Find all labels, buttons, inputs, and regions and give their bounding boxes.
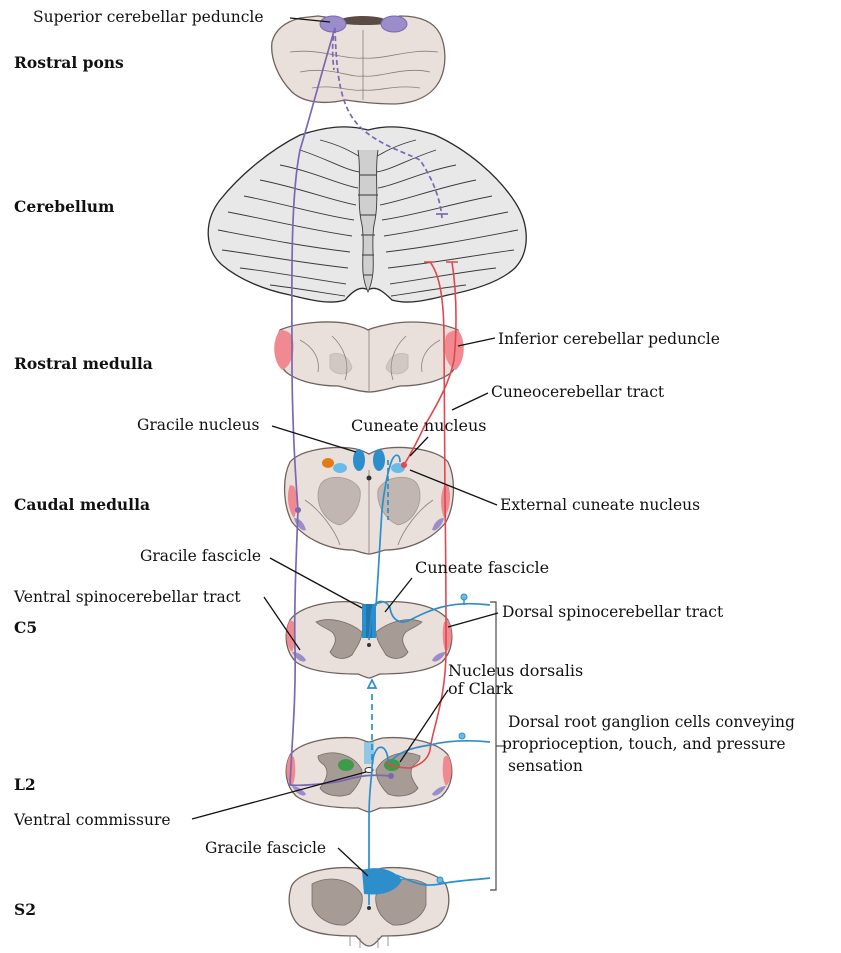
label-ventral-commissure: Ventral commissure (13, 811, 171, 829)
level-label-rostral-medulla: Rostral medulla (14, 354, 153, 373)
caudal-medulla-section (285, 448, 454, 554)
label-nucleus-dorsalis-line2: of Clark (448, 679, 513, 698)
level-label-rostral-pons: Rostral pons (14, 53, 124, 72)
label-gracile-nucleus: Gracile nucleus (137, 416, 259, 434)
level-label-cerebellum: Cerebellum (14, 197, 115, 216)
label-gracile-fascicle-upper: Gracile fascicle (140, 547, 261, 565)
drg-bracket (490, 602, 496, 890)
label-gracile-fascicle-lower: Gracile fascicle (205, 839, 326, 857)
label-drg-line3: sensation (508, 757, 583, 775)
label-cuneocerebellar-tract: Cuneocerebellar tract (491, 383, 665, 401)
label-drg-line2: proprioception, touch, and pressure (502, 735, 786, 753)
level-label-c5: C5 (14, 618, 37, 637)
label-inferior-cerebellar-peduncle: Inferior cerebellar peduncle (498, 330, 720, 348)
label-cuneate-fascicle: Cuneate fascicle (415, 558, 549, 577)
label-ventral-spinocerebellar-tract: Ventral spinocerebellar tract (13, 588, 241, 606)
label-nucleus-dorsalis-line1: Nucleus dorsalis (448, 661, 583, 680)
label-superior-cerebellar-peduncle: Superior cerebellar peduncle (33, 8, 264, 26)
cerebellum-section (208, 127, 526, 302)
label-cuneate-nucleus: Cuneate nucleus (351, 416, 487, 435)
level-label-s2: S2 (14, 900, 36, 919)
level-label-l2: L2 (14, 775, 36, 794)
label-external-cuneate-nucleus: External cuneate nucleus (500, 496, 700, 514)
rostral-medulla-section (274, 322, 464, 392)
level-label-caudal-medulla: Caudal medulla (14, 495, 150, 514)
label-dorsal-spinocerebellar-tract: Dorsal spinocerebellar tract (502, 603, 724, 621)
rostral-pons-section (272, 16, 445, 104)
label-drg-line1: Dorsal root ganglion cells conveying (508, 713, 795, 731)
